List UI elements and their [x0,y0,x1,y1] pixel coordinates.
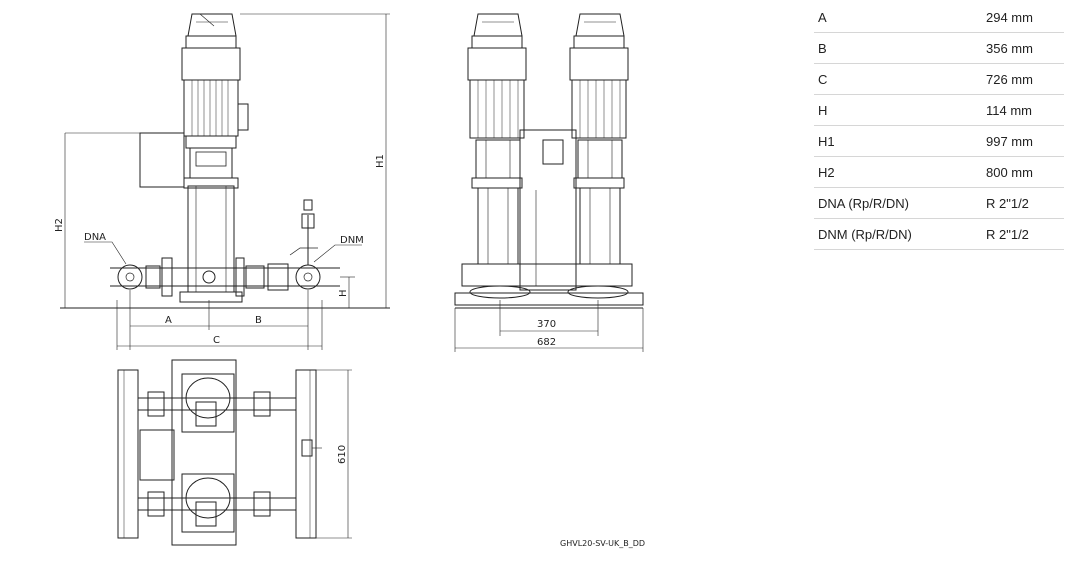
spec-label: DNM (Rp/R/DN) [814,218,982,250]
spec-value: 294 mm [982,2,1064,33]
spec-label: B [814,32,982,64]
spec-row: B 356 mm [814,32,1064,64]
spec-row: A 294 mm [814,2,1064,33]
technical-drawing: DNA DNM H2 H1 H A B C [54,13,645,548]
spec-value: 356 mm [982,32,1064,64]
dimension-682: 682 [537,337,556,348]
dimension-h2: H2 [54,218,65,232]
spec-row: DNA (Rp/R/DN) R 2"1/2 [814,187,1064,219]
spec-row: H2 800 mm [814,156,1064,188]
spec-row: C 726 mm [814,63,1064,95]
dimension-a: A [165,315,172,326]
spec-label: H [814,94,982,126]
spec-row: H1 997 mm [814,125,1064,157]
spec-value: R 2"1/2 [982,187,1064,219]
drawing-code: GHVL20-SV-UK_B_DD [560,539,645,548]
dimension-b: B [255,315,262,326]
label-dnm: DNM [340,235,364,246]
side-view [60,13,390,350]
spec-value: 114 mm [982,94,1064,126]
spec-label: H1 [814,125,982,157]
dimension-c: C [213,335,220,346]
dimension-610: 610 [337,445,348,464]
spec-label: A [814,2,982,33]
spec-row: DNM (Rp/R/DN) R 2"1/2 [814,218,1064,250]
top-view [117,359,352,546]
spec-label: C [814,63,982,95]
front-view [454,13,644,352]
spec-label: H2 [814,156,982,188]
spec-value: R 2"1/2 [982,218,1064,250]
label-dna: DNA [84,232,106,243]
spec-value: 997 mm [982,125,1064,157]
spec-row: H 114 mm [814,94,1064,126]
dimension-h: H [338,289,349,297]
spec-label: DNA (Rp/R/DN) [814,187,982,219]
dimension-370: 370 [537,319,556,330]
dimension-spec-table: A 294 mm B 356 mm C 726 mm H 114 mm H1 9… [814,2,1064,250]
dimension-h1: H1 [375,154,386,168]
spec-value: 726 mm [982,63,1064,95]
spec-value: 800 mm [982,156,1064,188]
